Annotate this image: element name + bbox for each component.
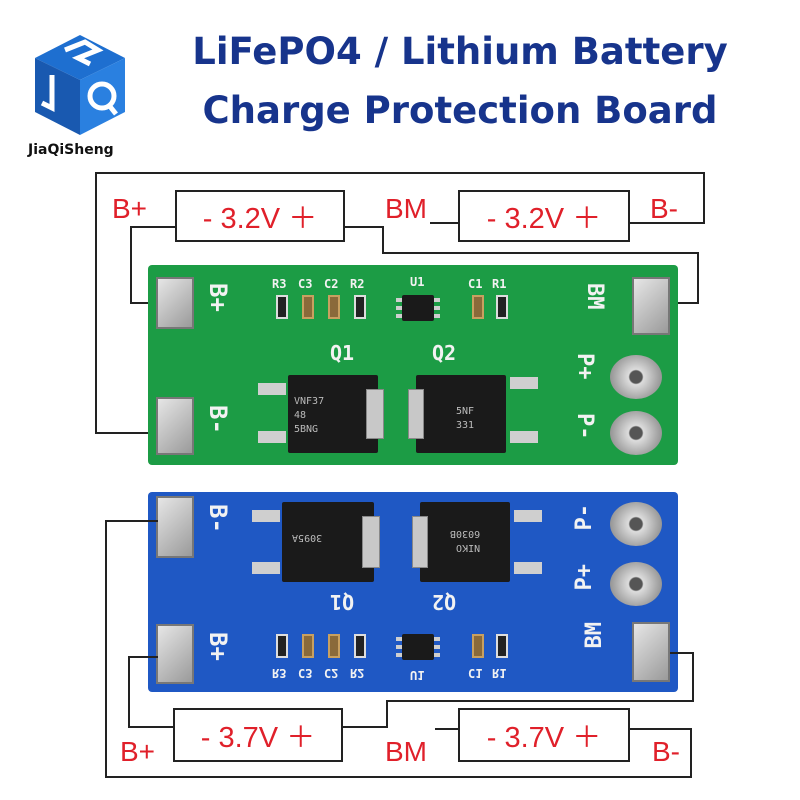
blue-silk-bminus: B- — [204, 504, 232, 533]
bottom-cell-1: - 3.7V ＋ — [173, 708, 343, 762]
top-bm-label: BM — [385, 193, 427, 224]
green-r2 — [354, 295, 366, 319]
blue-silk-pplus: P+ — [572, 564, 597, 591]
green-silk-c1: C1 — [468, 277, 483, 291]
blue-pad-bminus — [156, 496, 194, 558]
green-pad-bplus — [156, 277, 194, 329]
blue-c3 — [302, 634, 314, 658]
blue-silk-c2: C2 — [324, 666, 339, 680]
blue-silk-u1: U1 — [410, 668, 425, 682]
green-silk-c3: C3 — [298, 277, 313, 291]
blue-mosfet-q1: 3095A — [282, 502, 380, 582]
green-c3 — [302, 295, 314, 319]
blue-silk-pminus: P- — [572, 504, 597, 531]
blue-silk-bplus: B+ — [204, 632, 232, 661]
blue-u1-chip — [396, 634, 440, 660]
top-cell-1: - 3.2V ＋ — [175, 190, 345, 242]
bottom-bm-label: BM — [385, 736, 427, 767]
blue-c2 — [328, 634, 340, 658]
green-pad-bm — [632, 277, 670, 335]
blue-pad-bplus — [156, 624, 194, 684]
bottom-cell-2: - 3.7V ＋ — [458, 708, 630, 762]
green-silk-r1: R1 — [492, 277, 507, 291]
blue-r3 — [276, 634, 288, 658]
green-silk-q2: Q2 — [432, 341, 457, 365]
green-silk-u1: U1 — [410, 275, 425, 289]
green-silk-bm: BM — [582, 283, 607, 310]
bottom-b-plus-label: B+ — [120, 736, 156, 767]
blue-silk-r3: R3 — [272, 666, 287, 680]
blue-hole-pplus — [610, 562, 662, 606]
blue-silk-q2: Q2 — [432, 590, 457, 614]
green-u1-chip — [396, 295, 440, 321]
blue-silk-r1: R1 — [492, 666, 507, 680]
green-mosfet-q1: VNF37 48 5BNG — [288, 375, 384, 453]
brand-logo — [30, 30, 130, 140]
green-pcb-board: B+ B- BM P+ P- R3 C3 C2 R2 U1 C1 R1 Q1 Q… — [148, 265, 678, 465]
green-silk-r2: R2 — [350, 277, 365, 291]
blue-pcb-board: B- B+ BM P- P+ Q1 Q2 R3 C3 C2 R2 U1 C1 R… — [148, 492, 678, 692]
blue-r1 — [496, 634, 508, 658]
blue-mosfet-q2: NIKO 6030B — [412, 502, 510, 582]
green-silk-bplus: B+ — [204, 283, 232, 312]
blue-silk-r2: R2 — [350, 666, 365, 680]
blue-silk-bm: BM — [582, 622, 607, 649]
blue-pad-bm — [632, 622, 670, 682]
green-c1 — [472, 295, 484, 319]
blue-silk-c1: C1 — [468, 666, 483, 680]
bottom-b-minus-label: B- — [652, 736, 680, 767]
blue-silk-q1: Q1 — [330, 590, 355, 614]
blue-r2 — [354, 634, 366, 658]
green-r3 — [276, 295, 288, 319]
green-silk-pminus: P- — [572, 413, 597, 440]
green-mosfet-q2: 5NF 331 — [408, 375, 506, 453]
cube-logo-icon — [35, 35, 125, 135]
green-hole-pminus — [610, 411, 662, 455]
top-b-plus-label: B+ — [112, 193, 148, 224]
green-silk-q1: Q1 — [330, 341, 355, 365]
green-silk-r3: R3 — [272, 277, 287, 291]
green-silk-c2: C2 — [324, 277, 339, 291]
top-b-minus-label: B- — [650, 193, 678, 224]
blue-hole-pminus — [610, 502, 662, 546]
green-pad-bminus — [156, 397, 194, 455]
green-hole-pplus — [610, 355, 662, 399]
top-cell-2: - 3.2V ＋ — [458, 190, 630, 242]
blue-silk-c3: C3 — [298, 666, 313, 680]
green-silk-pplus: P+ — [572, 353, 597, 380]
green-silk-bminus: B- — [204, 405, 232, 434]
green-c2 — [328, 295, 340, 319]
blue-c1 — [472, 634, 484, 658]
title-line-2: Charge Protection Board — [202, 89, 718, 132]
green-r1 — [496, 295, 508, 319]
title-line-1: LiFePO4 / Lithium Battery — [192, 30, 728, 73]
brand-name: JiaQiSheng — [28, 142, 114, 158]
